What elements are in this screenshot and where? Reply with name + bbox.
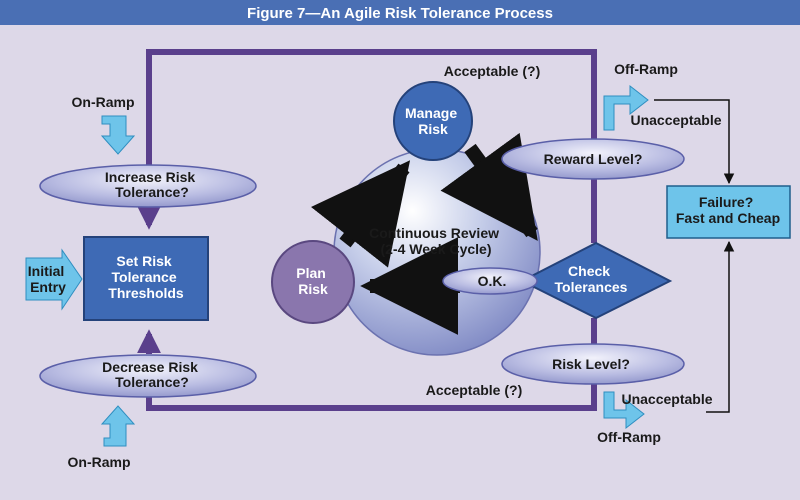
off-ramp-top-arrow bbox=[603, 84, 649, 131]
on-ramp-top-label: On-Ramp bbox=[72, 94, 135, 110]
on-ramp-bottom-arrow bbox=[100, 405, 136, 447]
increase-tolerance-oval bbox=[39, 164, 257, 208]
manage-risk-node bbox=[393, 81, 473, 161]
decrease-tolerance-label: Decrease Risk Tolerance? bbox=[102, 359, 202, 390]
unacceptable-top-label: Unacceptable bbox=[630, 112, 721, 128]
decrease-tolerance-oval bbox=[39, 354, 257, 398]
set-thresholds-node bbox=[83, 236, 209, 321]
frame-top-loop bbox=[146, 49, 597, 170]
initial-entry-label: Initial Entry bbox=[28, 263, 68, 295]
off-ramp-bottom-label: Off-Ramp bbox=[597, 429, 661, 445]
acceptable-bottom-label: Acceptable (?) bbox=[426, 382, 522, 398]
title-bar bbox=[0, 0, 800, 25]
ok-label: O.K. bbox=[478, 273, 507, 289]
on-ramp-top-arrow bbox=[100, 115, 136, 155]
frame-bottom-loop bbox=[146, 380, 597, 411]
risk-level-label: Risk Level? bbox=[552, 356, 630, 372]
check-tolerances-node bbox=[519, 241, 673, 320]
initial-entry-arrow bbox=[25, 248, 83, 311]
unacceptable-bottom-label: Unacceptable bbox=[621, 391, 712, 407]
manage-risk-label: Manage Risk bbox=[405, 105, 461, 137]
unacceptable-bottom-connector bbox=[706, 240, 735, 413]
unacceptable-top-connector bbox=[654, 99, 735, 185]
plan-to-manage-arrow bbox=[310, 160, 411, 268]
increase-tolerance-label: Increase Risk Tolerance? bbox=[105, 169, 199, 200]
acceptable-top-label: Acceptable (?) bbox=[444, 63, 540, 79]
failure-label: Failure? Fast and Cheap bbox=[676, 194, 780, 226]
manage-to-check-arrow bbox=[440, 132, 538, 241]
plan-risk-label: Plan Risk bbox=[296, 265, 329, 297]
reward-level-label: Reward Level? bbox=[544, 151, 643, 167]
failure-node bbox=[666, 185, 791, 239]
ok-oval bbox=[442, 267, 538, 295]
reward-level-oval bbox=[501, 138, 685, 180]
risk-level-oval bbox=[501, 343, 685, 385]
figure-title: Figure 7—An Agile Risk Tolerance Process bbox=[247, 5, 553, 22]
off-ramp-bottom-arrow bbox=[603, 391, 645, 430]
check-tolerances-label: Check Tolerances bbox=[555, 263, 628, 295]
on-ramp-bottom-label: On-Ramp bbox=[68, 454, 131, 470]
continuous-review-label: Continuous Review (2-4 Week Cycle) bbox=[369, 225, 503, 257]
plan-risk-node bbox=[271, 240, 355, 324]
set-thresholds-label: Set Risk Tolerance Thresholds bbox=[108, 253, 184, 301]
off-ramp-top-label: Off-Ramp bbox=[614, 61, 678, 77]
